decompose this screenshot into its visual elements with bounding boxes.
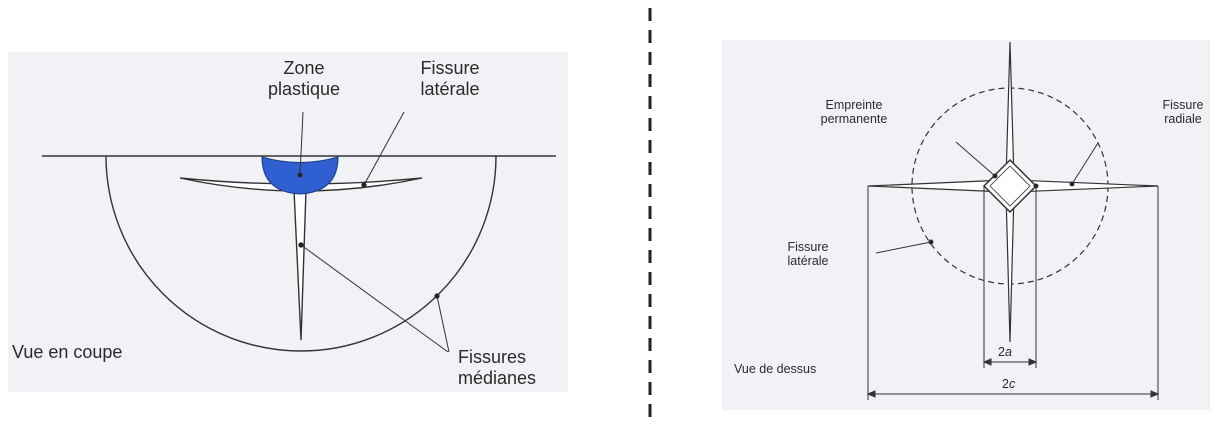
cross-section-view-label: Vue en coupe xyxy=(12,342,123,362)
dimension-2a-label: 2a xyxy=(998,345,1012,359)
radial-crack-label-line2: radiale xyxy=(1164,112,1202,127)
dimension-2c-label: 2c xyxy=(1002,377,1015,391)
median-crack-front xyxy=(105,155,497,352)
lateral-crack-label: Fissure latérale xyxy=(402,58,498,99)
imprint-label-line1: Empreinte xyxy=(825,98,883,112)
radial-crack-label: Fissure radiale xyxy=(1150,98,1212,127)
dimension-2c-variable: c xyxy=(1008,377,1016,391)
permanent-imprint xyxy=(982,158,1038,214)
cross-section-panel xyxy=(8,52,568,392)
median-cracks-label: Fissures médianes xyxy=(458,347,536,388)
plastic-zone-label-line2: plastique xyxy=(267,78,341,99)
median-crack xyxy=(293,189,307,341)
imprint-label: Empreinte permanente xyxy=(800,98,908,127)
top-lateral-crack-label-line1: Fissure xyxy=(787,240,829,254)
lateral-crack-label-line2: latérale xyxy=(420,78,480,99)
imprint-label-line2: permanente xyxy=(820,112,888,127)
cross-section-leaders xyxy=(297,111,450,353)
median-cracks-label-line1: Fissures xyxy=(458,347,527,367)
top-view-panel xyxy=(722,40,1210,410)
dimension-2a-number: 2 xyxy=(998,345,1005,359)
top-lateral-crack-label: Fissure latérale xyxy=(770,240,846,269)
median-cracks-label-line2: médianes xyxy=(458,367,537,388)
dimension-2c-number: 2 xyxy=(1002,377,1009,391)
dimension-arrows xyxy=(866,358,1160,398)
top-view-leaders xyxy=(875,141,1099,254)
plastic-zone-label-line1: Zone xyxy=(283,58,325,78)
top-view-label: Vue de dessus xyxy=(734,362,817,376)
top-view-diagram xyxy=(867,41,1159,400)
top-lateral-crack-label-line2: latérale xyxy=(787,254,829,269)
dimension-2a-variable: a xyxy=(1004,345,1012,359)
radial-crack-label-line1: Fissure xyxy=(1162,98,1204,112)
lateral-crack-label-line1: Fissure xyxy=(420,58,480,78)
plastic-zone-label: Zone plastique xyxy=(264,58,344,99)
